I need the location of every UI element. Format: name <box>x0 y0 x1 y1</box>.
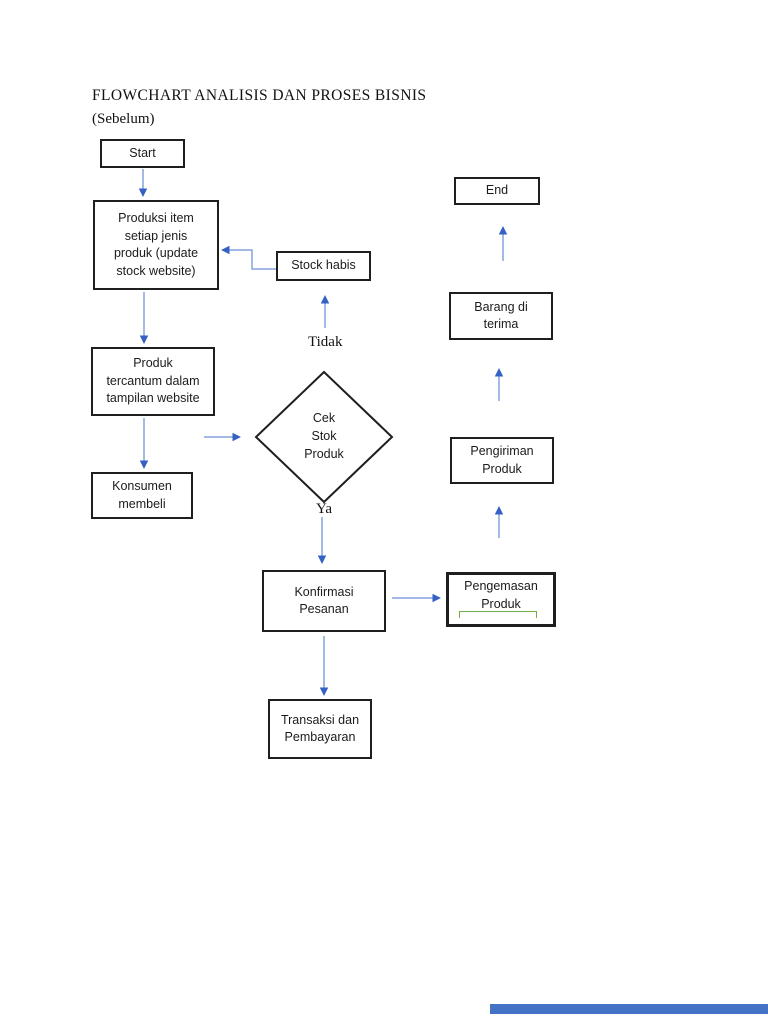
branch-label-ya: Ya <box>316 501 332 517</box>
node-cek-stok-produk-label: Cek Stok Produk <box>304 411 344 461</box>
node-pengiriman-produk: Pengiriman Produk <box>450 437 554 484</box>
node-produk-tercantum: Produk tercantum dalam tampilan website <box>91 347 215 416</box>
node-stock-habis: Stock habis <box>276 251 371 281</box>
node-start: Start <box>100 139 185 168</box>
bottom-blue-bar <box>490 1004 768 1014</box>
node-pengemasan-produk: Pengemasan Produk <box>446 572 556 627</box>
page-subtitle: (Sebelum) <box>92 111 155 127</box>
node-konfirmasi-pesanan: Konfirmasi Pesanan <box>262 570 386 632</box>
node-transaksi-pembayaran: Transaksi dan Pembayaran <box>268 699 372 759</box>
node-produksi-item: Produksi item setiap jenis produk (updat… <box>93 200 219 290</box>
connector-stockhabis-to-produksi <box>221 245 276 270</box>
node-konsumen-membeli: Konsumen membeli <box>91 472 193 519</box>
node-end: End <box>454 177 540 205</box>
green-selection-bracket <box>459 611 537 618</box>
node-barang-diterima: Barang di terima <box>449 292 553 340</box>
branch-label-tidak: Tidak <box>308 334 343 350</box>
decision-diamond-shape <box>254 370 394 504</box>
page-title: FLOWCHART ANALISIS DAN PROSES BISNIS <box>92 87 427 104</box>
